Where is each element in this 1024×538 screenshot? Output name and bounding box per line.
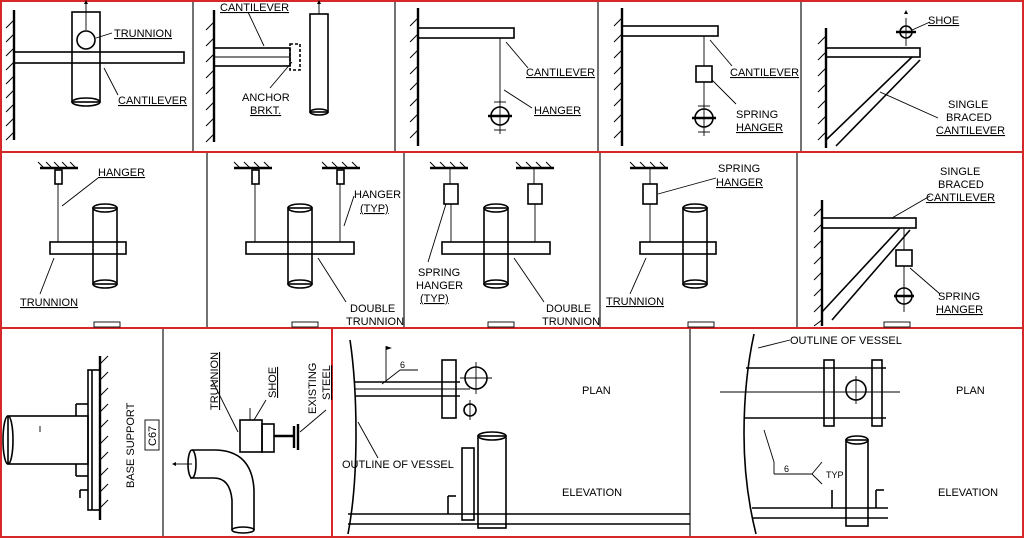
single-label: SINGLE bbox=[940, 166, 980, 178]
single-label: SINGLE bbox=[948, 99, 988, 111]
double-label: DOUBLE bbox=[350, 303, 395, 315]
hanger-label: HANGER bbox=[936, 304, 983, 316]
steel-label: STEEL bbox=[321, 365, 333, 400]
detail-shoe-single-braced-cantilever: SHOE SINGLE BRACED CANTILEVER bbox=[817, 10, 1005, 148]
spring-label: SPRING bbox=[718, 163, 760, 175]
detail-vessel-trunnion-plan-elevation: 6 PLAN OUTLINE OF VESSEL ELEVATION bbox=[342, 339, 690, 535]
ref-code-label: C67 bbox=[147, 426, 159, 446]
detail-braced-cantilever-spring-hanger: SINGLE BRACED CANTILEVER SPRING HANGER bbox=[813, 166, 995, 328]
braced-label: BRACED bbox=[946, 112, 992, 124]
hanger-label: HANGER bbox=[354, 189, 401, 201]
hanger-label: HANGER bbox=[98, 167, 145, 179]
typ-label: (TYP) bbox=[360, 203, 389, 215]
weld-size-label: 6 bbox=[400, 360, 405, 370]
detail-base-support: BASE SUPPORT C67 bbox=[2, 355, 160, 520]
trunnion-label: TRUNNION bbox=[346, 316, 404, 328]
base-support-label: BASE SUPPORT bbox=[125, 402, 137, 488]
vessel-outline-label: OUTLINE OF VESSEL bbox=[342, 459, 454, 471]
detail-cantilever-anchor-bracket: CANTILEVER ANCHOR BRKT. bbox=[205, 0, 329, 143]
weld-size-label: 6 bbox=[784, 464, 789, 474]
hanger-label: HANGER bbox=[534, 105, 581, 117]
trunnion-label: TRUNNION bbox=[542, 316, 600, 328]
typ-label: TYP bbox=[826, 470, 844, 480]
hanger-label: HANGER bbox=[416, 280, 463, 292]
cantilever-label: CANTILEVER bbox=[220, 2, 289, 14]
cantilever-label: CANTILEVER bbox=[936, 125, 1005, 137]
vessel-outline-label: OUTLINE OF VESSEL bbox=[790, 335, 902, 347]
trunnion-label: TRUNNION bbox=[20, 297, 78, 309]
cantilever-label: CANTILEVER bbox=[730, 67, 799, 79]
cantilever-label: CANTILEVER bbox=[926, 192, 995, 204]
cantilever-label: CANTILEVER bbox=[118, 95, 187, 107]
anchor-label: ANCHOR bbox=[242, 92, 290, 104]
spring-label: SPRING bbox=[418, 267, 460, 279]
spring-label: SPRING bbox=[938, 291, 980, 303]
bracket-label: BRKT. bbox=[250, 105, 281, 117]
hanger-label: HANGER bbox=[716, 177, 763, 189]
braced-label: BRACED bbox=[938, 179, 984, 191]
detail-trunnion-cantilever: TRUNNION CANTILEVER bbox=[5, 0, 187, 141]
detail-double-trunnion-hanger: HANGER (TYP) DOUBLE TRUNNION bbox=[233, 161, 404, 328]
trunnion-label: TRUNNION bbox=[606, 296, 664, 308]
typ-label: (TYP) bbox=[420, 293, 449, 305]
detail-elbow-trunnion-shoe: TRUNNION SHOE EXISTING STEEL bbox=[172, 352, 333, 534]
trunnion-label: TRUNNION bbox=[209, 352, 221, 410]
plan-label: PLAN bbox=[956, 385, 985, 397]
shoe-label: SHOE bbox=[928, 15, 959, 27]
elevation-label: ELEVATION bbox=[562, 487, 622, 499]
hanger-label: HANGER bbox=[736, 122, 783, 134]
detail-double-trunnion-spring-hanger: SPRING HANGER (TYP) DOUBLE TRUNNION bbox=[416, 161, 600, 328]
detail-spring-hanger-trunnion: SPRING HANGER TRUNNION bbox=[606, 161, 763, 328]
detail-hanger-trunnion: HANGER TRUNNION bbox=[20, 161, 145, 328]
elevation-label: ELEVATION bbox=[938, 487, 998, 499]
cantilever-label: CANTILEVER bbox=[526, 67, 595, 79]
detail-vessel-support-plan-elevation: OUTLINE OF VESSEL PLAN 6 TYP ELEVATION bbox=[720, 333, 998, 535]
existing-label: EXISTING bbox=[307, 363, 319, 414]
spring-label: SPRING bbox=[736, 109, 778, 121]
trunnion-label: TRUNNION bbox=[114, 28, 172, 40]
plan-label: PLAN bbox=[582, 385, 611, 397]
detail-cantilever-hanger: CANTILEVER HANGER bbox=[409, 8, 595, 146]
double-label: DOUBLE bbox=[546, 303, 591, 315]
shoe-label: SHOE bbox=[267, 367, 279, 398]
detail-cantilever-spring-hanger: CANTILEVER SPRING HANGER bbox=[613, 8, 799, 146]
